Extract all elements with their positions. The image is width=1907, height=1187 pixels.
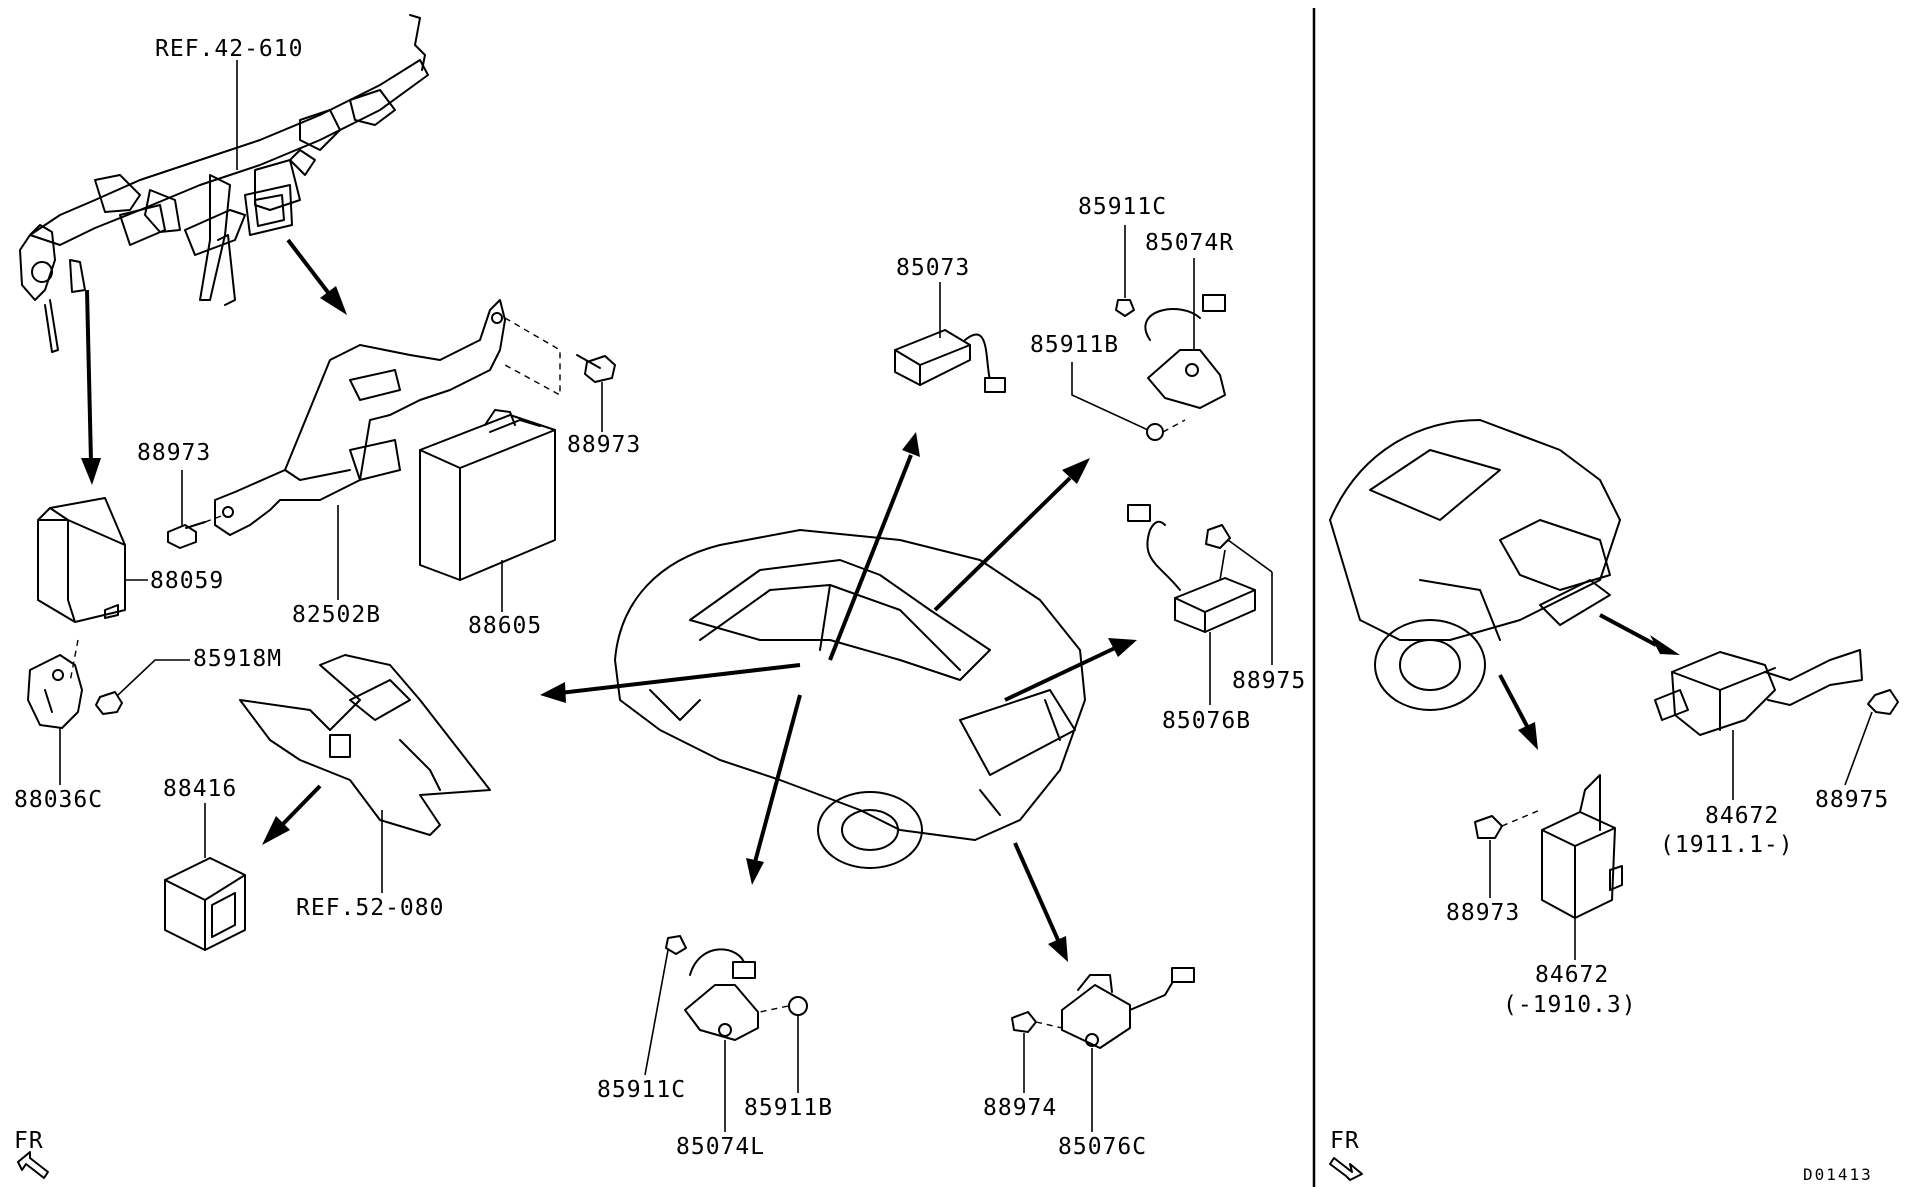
arrow-car-to-panel bbox=[540, 663, 801, 703]
label-82502b: 82502B bbox=[292, 602, 381, 628]
front-arrow-right-icon bbox=[1329, 1157, 1363, 1181]
label-85911b-right: 85911B bbox=[1030, 332, 1119, 358]
label-84672-lower-range: (-1910.3) bbox=[1503, 992, 1637, 1018]
label-fr-right: FR bbox=[1330, 1128, 1360, 1154]
dashboard-reinforcement-drawing bbox=[19, 14, 429, 353]
vehicle-outline-drawing bbox=[614, 529, 1086, 869]
clip-85911b-left-drawing bbox=[759, 996, 808, 1016]
panel-ref-52-080-drawing bbox=[239, 654, 491, 836]
sensor-85076b-drawing bbox=[1127, 504, 1256, 633]
bracket-82502b-drawing bbox=[214, 299, 506, 536]
label-84672-upper: 84672 bbox=[1705, 803, 1779, 829]
clip-85911b-right-drawing bbox=[1146, 419, 1186, 441]
label-84672-lower: 84672 bbox=[1535, 962, 1609, 988]
module-88605-drawing bbox=[419, 409, 556, 581]
arrow-car-to-85074r bbox=[933, 458, 1090, 612]
bolt-88973-right-drawing bbox=[1474, 809, 1541, 839]
module-84672-lower-drawing bbox=[1541, 774, 1623, 919]
label-85076c: 85076C bbox=[1058, 1134, 1147, 1160]
label-85918m: 85918M bbox=[193, 646, 282, 672]
label-88973-left: 88973 bbox=[137, 440, 211, 466]
sensor-85074l-drawing bbox=[684, 948, 759, 1041]
arrow-to-88059 bbox=[81, 289, 101, 485]
bolt-88974-drawing bbox=[1011, 1011, 1063, 1033]
clip-88975-center-drawing bbox=[1205, 524, 1231, 549]
label-88973-right: 88973 bbox=[1446, 900, 1520, 926]
label-ref-52-080: REF.52-080 bbox=[296, 895, 444, 921]
label-85074r: 85074R bbox=[1145, 230, 1234, 256]
front-arrow-left-icon bbox=[17, 1151, 49, 1179]
bolt-88973-left-drawing bbox=[167, 521, 206, 549]
label-88036c: 88036C bbox=[14, 787, 103, 813]
label-85911c-right: 85911C bbox=[1078, 194, 1167, 220]
label-88059: 88059 bbox=[150, 568, 224, 594]
clip-85911c-left-drawing bbox=[665, 935, 687, 955]
arrow-to-84672-lower bbox=[1498, 674, 1538, 750]
label-ref-42-610: REF.42-610 bbox=[155, 36, 303, 62]
sensor-85073-drawing bbox=[894, 329, 1006, 393]
switch-88416-drawing bbox=[164, 857, 246, 951]
arrow-to-82502b bbox=[286, 238, 347, 315]
label-fr-left: FR bbox=[14, 1128, 44, 1154]
label-85074l: 85074L bbox=[676, 1134, 765, 1160]
clip-88975-right-drawing bbox=[1867, 689, 1899, 715]
bolt-88973-top-drawing bbox=[576, 354, 616, 383]
diagram-code: D01413 bbox=[1803, 1165, 1873, 1184]
arrow-car-to-85076b bbox=[1004, 638, 1137, 702]
label-88605: 88605 bbox=[468, 613, 542, 639]
module-84672-upper-drawing bbox=[1654, 649, 1863, 736]
arrow-car-to-85074l bbox=[746, 694, 802, 885]
label-84672-upper-range: (1911.1-) bbox=[1660, 832, 1794, 858]
label-85911c-left: 85911C bbox=[597, 1077, 686, 1103]
arrow-car-to-85073 bbox=[828, 432, 920, 661]
control-unit-88059-drawing bbox=[37, 497, 126, 623]
label-88974: 88974 bbox=[983, 1095, 1057, 1121]
label-88973-top: 88973 bbox=[567, 432, 641, 458]
sensor-85074r-drawing bbox=[1144, 294, 1226, 409]
arrow-to-84672-upper bbox=[1599, 613, 1680, 655]
arrow-car-to-85076c bbox=[1013, 842, 1068, 962]
arrow-to-88416 bbox=[262, 784, 322, 845]
label-85073: 85073 bbox=[896, 255, 970, 281]
label-85911b-left: 85911B bbox=[744, 1095, 833, 1121]
front-direction-indicator-left: FR bbox=[14, 1128, 49, 1179]
clip-85911c-right-drawing bbox=[1115, 299, 1135, 317]
front-vehicle-drawing bbox=[1329, 419, 1621, 711]
bracket-88036c-drawing bbox=[27, 654, 83, 729]
front-direction-indicator-right: FR bbox=[1329, 1128, 1363, 1181]
label-88975-right: 88975 bbox=[1815, 787, 1889, 813]
label-88416: 88416 bbox=[163, 776, 237, 802]
label-85076b: 85076B bbox=[1162, 708, 1251, 734]
sensor-85076c-drawing bbox=[1061, 967, 1195, 1049]
nut-85918m-drawing bbox=[95, 691, 123, 715]
label-88975-center: 88975 bbox=[1232, 668, 1306, 694]
